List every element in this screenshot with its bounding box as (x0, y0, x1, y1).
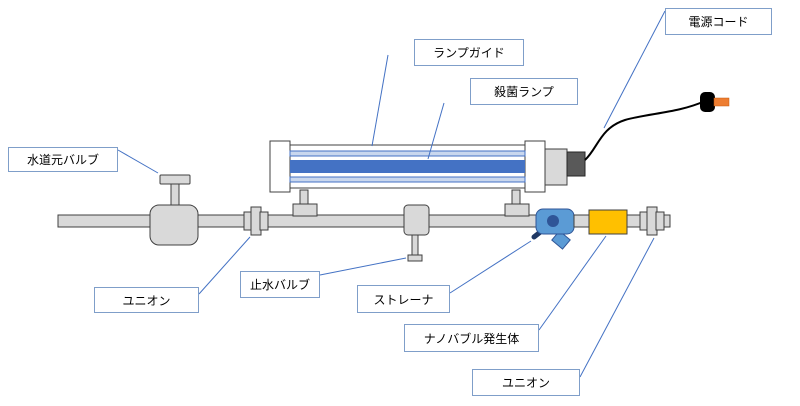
lamp-support-right (504, 189, 530, 217)
leader-lamp-guide (371, 54, 389, 147)
label-stop-valve: 止水バルブ (240, 271, 320, 298)
label-strainer: ストレーナ (357, 285, 450, 313)
label-main-valve: 水道元バルブ (8, 147, 118, 172)
lamp-end-cap (544, 148, 568, 186)
label-lamp-guide: ランプガイド (414, 39, 524, 66)
strainer (531, 208, 575, 250)
sterilizing-lamp (290, 160, 525, 173)
label-nanobubble-generator: ナノバブル発生体 (404, 324, 539, 352)
leader-union-right (579, 237, 655, 378)
leader-sterilizing-lamp (427, 102, 445, 160)
label-union-right: ユニオン (472, 369, 580, 396)
stop-valve (403, 204, 430, 262)
leader-union-left (198, 236, 251, 295)
power-plug (700, 92, 730, 112)
leader-nanobubble (538, 235, 607, 331)
leader-stop-valve (319, 257, 407, 276)
main-pipe (57, 214, 671, 228)
label-sterilizing-lamp: 殺菌ランプ (470, 78, 578, 105)
label-power-cord: 電源コード (665, 8, 772, 35)
union-left (243, 206, 269, 236)
leader-main-valve (117, 149, 159, 174)
lamp-support-left (292, 189, 318, 217)
nanobubble-generator (573, 209, 628, 235)
power-cord (584, 100, 706, 161)
leader-power-cord (603, 10, 666, 129)
main-valve (149, 174, 199, 246)
label-union-left: ユニオン (94, 287, 199, 313)
lamp-connector (566, 151, 586, 177)
leader-strainer (449, 240, 532, 294)
union-right (639, 206, 665, 236)
